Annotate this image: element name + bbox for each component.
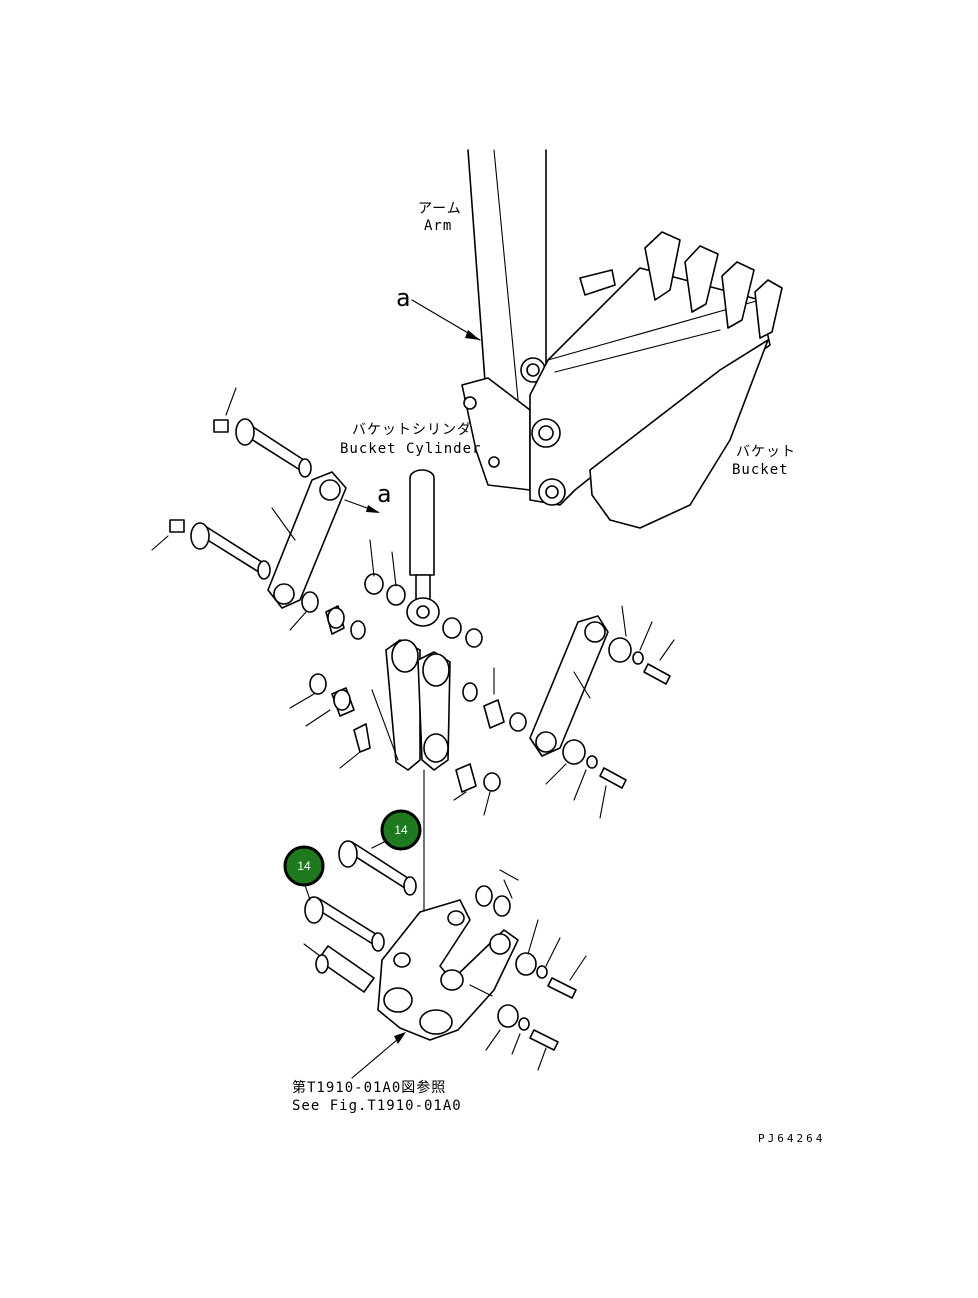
bucket-cylinder-label-jp: バケットシリンダ bbox=[352, 422, 472, 438]
arm-label-jp: アーム bbox=[418, 201, 462, 217]
left-link bbox=[267, 471, 347, 609]
bucket-cylinder-label-en: Bucket Cylinder bbox=[340, 441, 481, 457]
center-bushings bbox=[289, 667, 527, 816]
reference-arrow bbox=[351, 1032, 406, 1079]
lower-shims bbox=[475, 869, 519, 917]
pin-upper bbox=[338, 837, 417, 896]
arm-label-en: Arm bbox=[424, 218, 452, 234]
lower-left-pin bbox=[151, 519, 271, 580]
bucket bbox=[529, 231, 783, 529]
section-arrow-1 bbox=[411, 299, 481, 341]
right-link bbox=[529, 615, 609, 757]
callout-number: 14 bbox=[394, 823, 408, 837]
callout-badge-upper-pin[interactable]: 14 bbox=[380, 809, 422, 851]
center-h-link bbox=[371, 639, 451, 911]
bucket-label-jp: バケット bbox=[736, 444, 796, 460]
callout-number: 14 bbox=[297, 859, 311, 873]
section-mark-1: a bbox=[396, 284, 410, 312]
pin-lower bbox=[301, 875, 385, 952]
lower-fasteners-lower bbox=[485, 1004, 559, 1071]
section-mark-2: a bbox=[377, 480, 391, 508]
drawing-code: PJ64264 bbox=[758, 1132, 825, 1145]
lower-fasteners-upper bbox=[515, 919, 587, 999]
see-fig-label-jp: 第T1910-01A0図参照 bbox=[292, 1079, 446, 1096]
bucket-label-en: Bucket bbox=[732, 462, 789, 478]
lower-bushing bbox=[303, 943, 375, 993]
upper-bushings bbox=[289, 539, 483, 648]
upper-left-pin bbox=[213, 387, 312, 478]
right-fasteners-upper bbox=[608, 605, 675, 685]
right-fasteners-middle bbox=[545, 739, 627, 819]
section-arrow-2 bbox=[344, 499, 380, 513]
see-fig-label-en: See Fig.T1910-01A0 bbox=[292, 1098, 462, 1114]
bucket-cylinder bbox=[406, 469, 440, 627]
callout-badge-lower-pin[interactable]: 14 bbox=[283, 845, 325, 887]
lower-link-assembly bbox=[377, 899, 519, 1041]
